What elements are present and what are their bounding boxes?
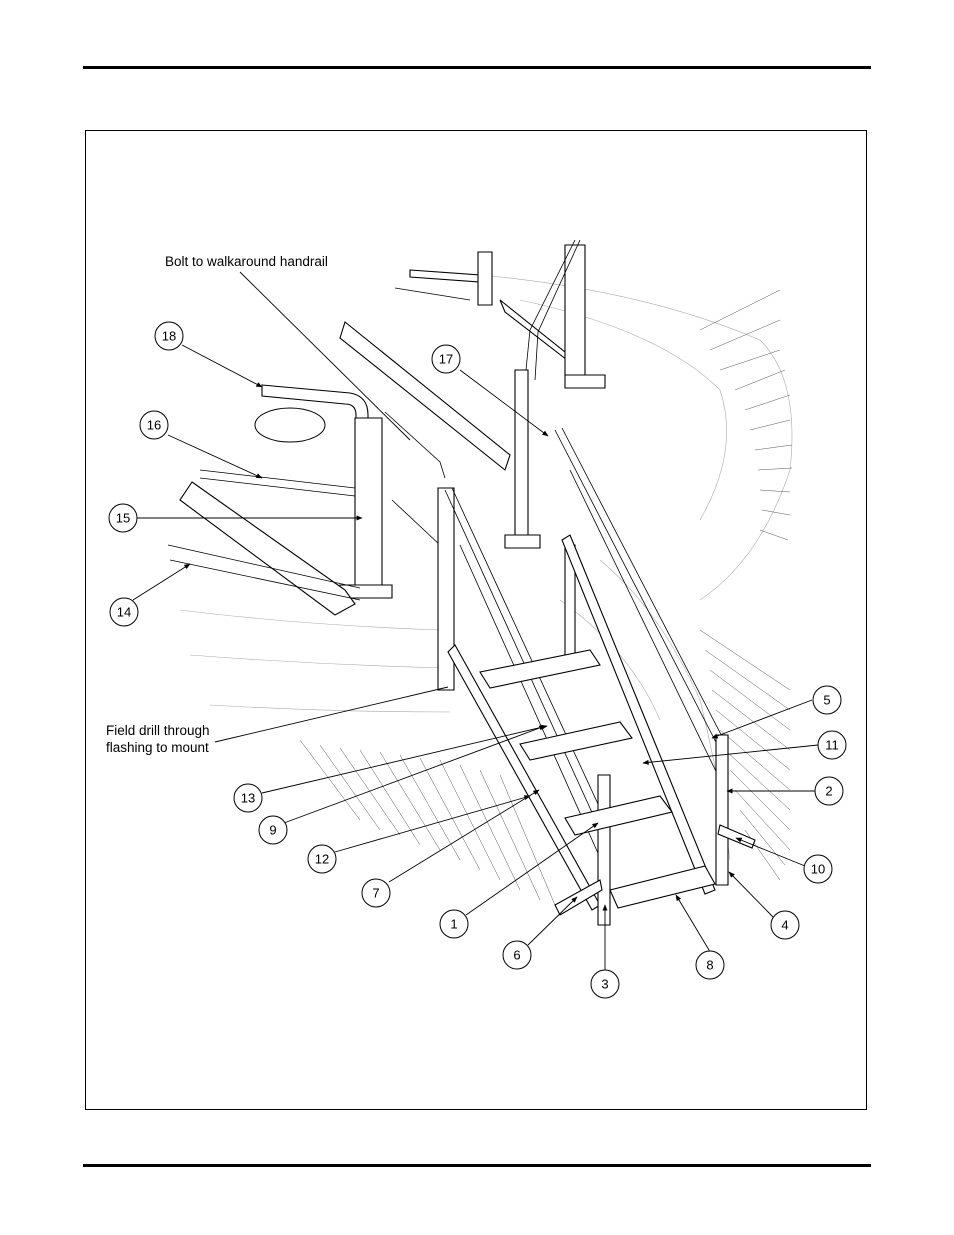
svg-text:13: 13	[241, 791, 255, 806]
svg-text:17: 17	[439, 352, 453, 367]
svg-text:14: 14	[117, 605, 131, 620]
callout-4: 4	[771, 911, 799, 939]
stair-assembly	[438, 428, 755, 925]
footer-rule	[83, 1164, 871, 1167]
callout-5: 5	[813, 686, 841, 714]
callout-9: 9	[259, 816, 287, 844]
callout-6: 6	[503, 941, 531, 969]
callout-2: 2	[815, 777, 843, 805]
svg-text:8: 8	[706, 958, 713, 973]
note-field-drill-line2: flashing to mount	[106, 740, 209, 755]
svg-text:18: 18	[162, 329, 176, 344]
callout-18: 18	[155, 322, 183, 350]
callout-12: 12	[308, 845, 336, 873]
callout-11: 11	[818, 731, 846, 759]
svg-text:4: 4	[781, 918, 788, 933]
svg-text:3: 3	[601, 977, 608, 992]
left-handrail-section	[168, 385, 392, 615]
callout-17: 17	[432, 345, 460, 373]
note-field-drill-line1: Field drill through	[106, 723, 210, 738]
svg-text:10: 10	[811, 862, 825, 877]
svg-text:5: 5	[823, 693, 830, 708]
svg-text:2: 2	[825, 784, 832, 799]
svg-text:6: 6	[513, 948, 520, 963]
callout-16: 16	[140, 411, 168, 439]
svg-text:1: 1	[450, 917, 457, 932]
callout-14: 14	[110, 598, 138, 626]
svg-text:16: 16	[147, 418, 161, 433]
svg-text:12: 12	[315, 852, 329, 867]
callout-3: 3	[591, 970, 619, 998]
callout-10: 10	[804, 855, 832, 883]
note-bolt-to-walkaround: Bolt to walkaround handrail	[165, 254, 328, 269]
bin-roof	[180, 270, 792, 905]
callout-7: 7	[362, 879, 390, 907]
callout-13: 13	[234, 784, 262, 812]
svg-text:11: 11	[825, 738, 839, 753]
callout-15: 15	[109, 504, 137, 532]
callout-8: 8	[696, 951, 724, 979]
walkaround-handrail	[395, 240, 605, 388]
callout-1: 1	[440, 910, 468, 938]
svg-text:7: 7	[372, 886, 379, 901]
svg-text:15: 15	[116, 511, 130, 526]
svg-text:9: 9	[269, 823, 276, 838]
